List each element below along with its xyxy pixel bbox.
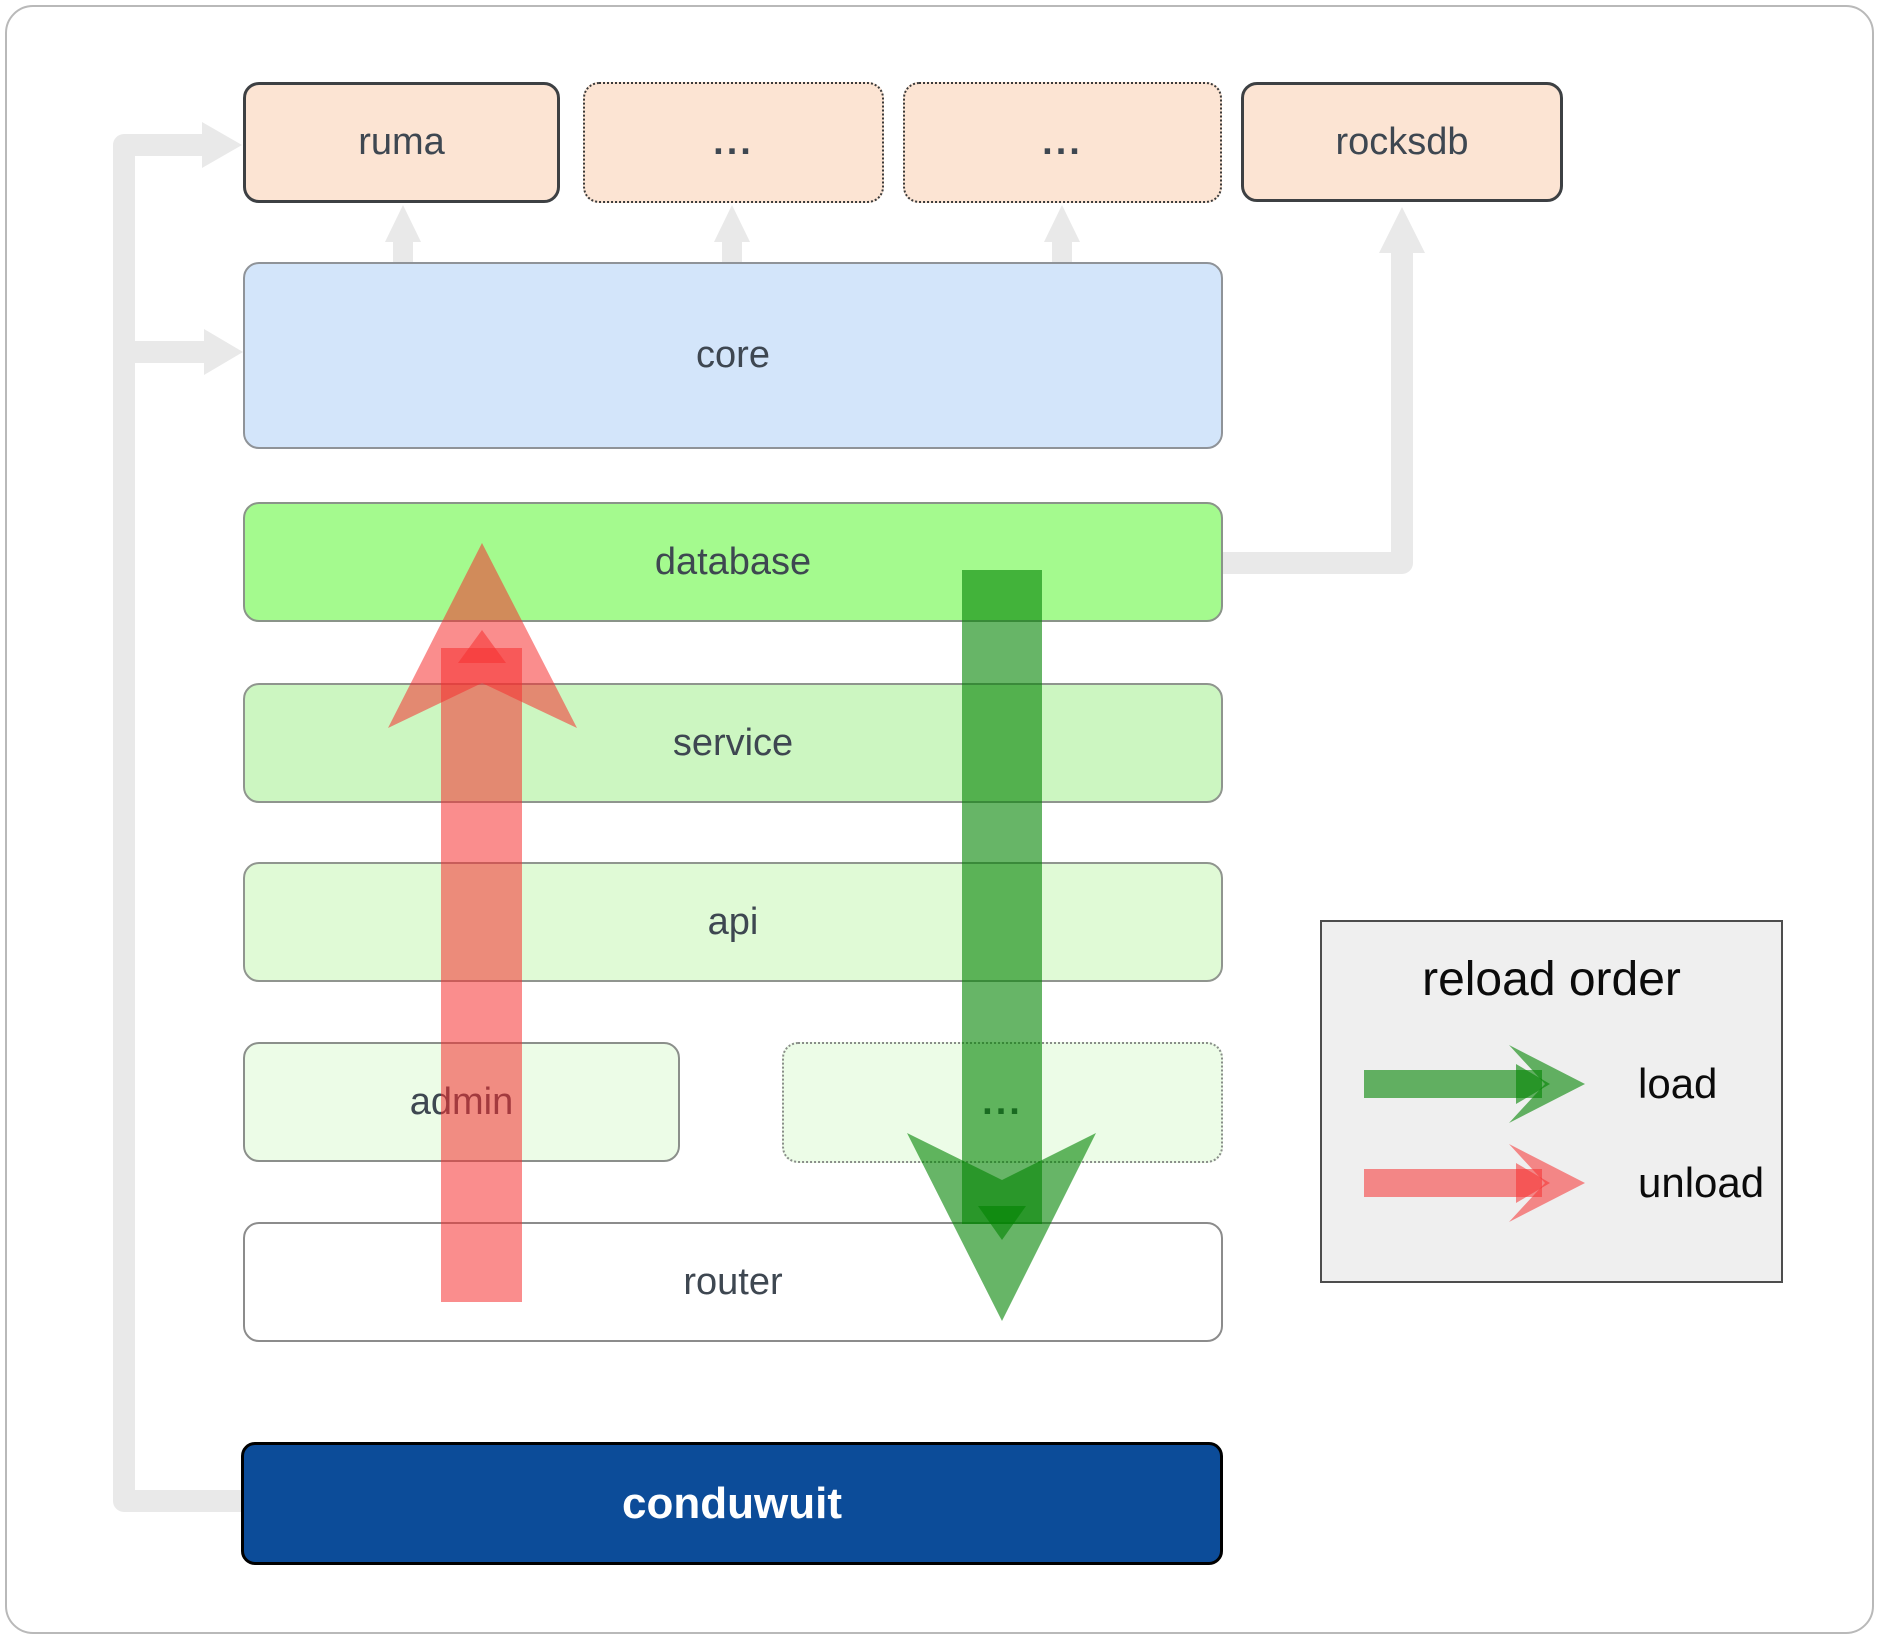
core-to-ellipsis1-arrow: [714, 205, 750, 264]
box-ellipsis2-label: ...: [1042, 121, 1083, 163]
arrowhead-into-rocksdb: [1379, 207, 1425, 253]
conduwuit-to-ruma-connector: [113, 122, 242, 1512]
arrowhead-into-ruma: [202, 122, 242, 168]
box-ellipsis3-label: ...: [982, 1081, 1023, 1123]
core-to-ruma-arrow: [385, 205, 421, 264]
box-conduwuit: conduwuit: [241, 1442, 1223, 1565]
box-ruma-label: ruma: [358, 121, 445, 163]
conduwuit-to-core-connector: [124, 329, 243, 375]
box-service-label: service: [672, 721, 794, 764]
box-dependency-ellipsis-1: ...: [583, 82, 884, 203]
box-router-label: router: [683, 1260, 783, 1303]
box-conduwuit-label: conduwuit: [622, 1478, 842, 1528]
box-ruma: ruma: [243, 82, 560, 203]
unload-arrow-icon: [1364, 1144, 1585, 1222]
arrowhead-into-core: [204, 329, 243, 375]
core-to-ellipsis2-arrow: [1044, 205, 1080, 264]
box-router: router: [243, 1222, 1223, 1342]
box-ellipsis1-label: ...: [713, 121, 754, 163]
box-api-label: api: [707, 900, 759, 943]
load-arrow-icon: [1364, 1045, 1585, 1123]
box-service: service: [243, 683, 1223, 803]
box-admin-label: admin: [409, 1080, 514, 1123]
box-dependency-ellipsis-2: ...: [903, 82, 1222, 203]
box-api: api: [243, 862, 1223, 982]
box-admin: admin: [243, 1042, 680, 1162]
box-core-label: core: [696, 334, 770, 376]
diagram-border: [5, 5, 1874, 1634]
box-rocksdb: rocksdb: [1241, 82, 1563, 202]
legend-row-unload: unload: [1364, 1138, 1764, 1228]
legend-unload-label: unload: [1638, 1159, 1765, 1206]
box-database: database: [243, 502, 1223, 622]
legend-title: reload order: [1422, 953, 1681, 1006]
box-core: core: [243, 262, 1223, 449]
box-rocksdb-label: rocksdb: [1335, 120, 1469, 163]
box-database-label: database: [654, 540, 812, 583]
database-to-rocksdb-connector: [1223, 207, 1425, 574]
legend-panel: reload order load unload: [1320, 920, 1783, 1283]
legend-row-load: load: [1364, 1039, 1717, 1129]
box-service-ellipsis: ...: [782, 1042, 1223, 1163]
legend-load-label: load: [1638, 1060, 1718, 1107]
